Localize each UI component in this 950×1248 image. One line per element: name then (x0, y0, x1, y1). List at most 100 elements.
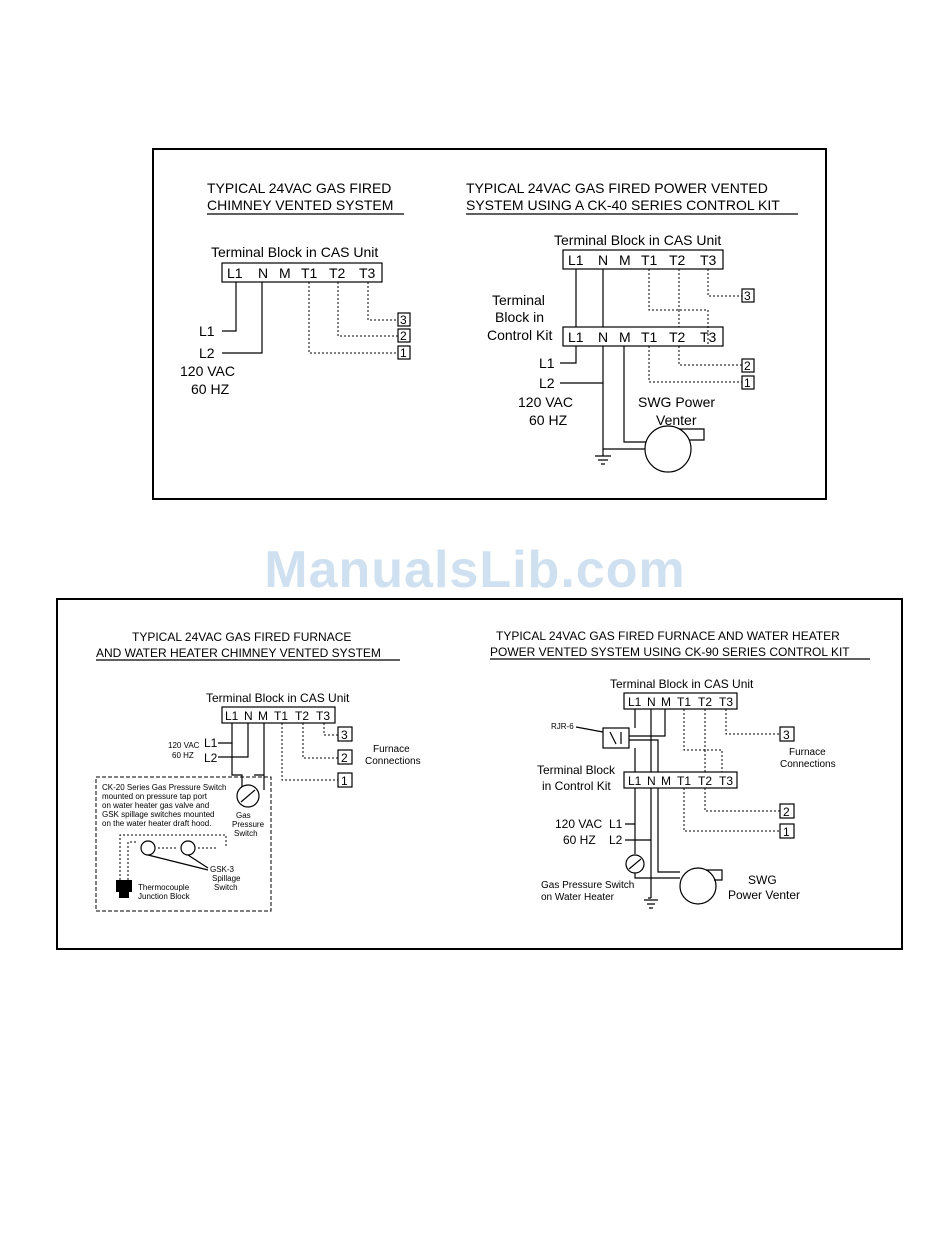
diagram-c-gps-label-2: Pressure (232, 820, 265, 829)
diagram-a-title-line2: CHIMNEY VENTED SYSTEM (207, 197, 393, 213)
diagram-c-wire-l1 (218, 723, 233, 744)
diagram-a-wire-t3 (367, 282, 398, 321)
top-diagram-panel: TYPICAL 24VAC GAS FIRED CHIMNEY VENTED S… (152, 148, 827, 500)
diagram-b-kit-terminal-block (562, 326, 724, 347)
diagram-d-venter-outlet (706, 869, 723, 881)
diagram-d-gps-label-2: on Water Heater (541, 892, 615, 903)
diagram-c-title-line2: AND WATER HEATER CHIMNEY VENTED SYSTEM (96, 646, 381, 660)
diagram-b-venter-label-1: SWG Power (638, 394, 715, 410)
diagram-c-terminal-n: N (244, 709, 253, 723)
diagram-a-voltage: 120 VAC (180, 363, 235, 379)
diagram-d-relay-label: RJR-6 (551, 722, 574, 731)
diagram-c-tc-label-1: Thermocouple (138, 883, 190, 892)
diagram-d-furnace-label-1: Furnace (789, 747, 826, 758)
diagram-c-voltage: 120 VAC (168, 741, 200, 750)
diagram-b-terminal-n: N (598, 252, 608, 268)
diagram-c-wire-t1 (281, 723, 338, 781)
diagram-a-terminal-l1: L1 (227, 265, 243, 281)
diagram-d-frequency: 60 HZ (563, 833, 596, 847)
diagram-d-supply-l1: L1 (609, 817, 623, 831)
diagram-c-terminal-block (221, 706, 336, 724)
diagram-a-title-line1: TYPICAL 24VAC GAS FIRED (207, 180, 391, 196)
diagram-b-venter-outlet (679, 428, 705, 441)
diagram-c-wire-spillage-loop (119, 834, 227, 880)
diagram-d-kit-terminal-t1: T1 (677, 774, 691, 788)
diagram-b-terminal-block-label: Terminal Block in CAS Unit (554, 232, 721, 248)
diagram-b-wire-t1-cross (648, 269, 709, 346)
diagram-a-box-1-label: 1 (400, 346, 407, 360)
diagram-a-supply-l1: L1 (199, 323, 215, 339)
diagram-d-relay-contacts (609, 731, 622, 745)
diagram-d-box-3-label: 3 (783, 728, 790, 742)
diagram-c-note-4: GSK spillage switches mounted (102, 810, 215, 819)
diagram-d-kit-terminal-t3: T3 (719, 774, 733, 788)
diagram-c-water-heater-region (95, 776, 272, 912)
diagram-c-wire-gps-a (231, 743, 243, 790)
diagram-d-wire-supply-l2 (625, 788, 652, 841)
diagram-a-terminal-t2: T2 (329, 265, 346, 281)
diagram-d-box-3 (779, 726, 795, 742)
diagram-b-wire-kit-t1-out (648, 346, 742, 383)
diagram-d-terminal-m: M (661, 695, 671, 709)
diagram-b-terminal-t2: T2 (669, 252, 686, 268)
diagram-d-kit-label-2: in Control Kit (542, 779, 611, 793)
diagram-c-terminal-m: M (258, 709, 268, 723)
diagram-b-venter-motor (644, 425, 692, 473)
diagram-c-gps-label-3: Switch (234, 829, 258, 838)
diagram-a-wire-t2 (337, 282, 398, 337)
diagram-c-gsk-label-2: Spillage (212, 874, 241, 883)
diagram-b-frequency: 60 HZ (529, 412, 568, 428)
diagram-d-terminal-t1: T1 (677, 695, 691, 709)
diagram-b-wire-venter-m (623, 346, 646, 443)
diagram-c-note-5: on the water heater draft hood. (102, 819, 211, 828)
diagram-b-terminal-block (562, 249, 724, 270)
diagram-c-terminal-t2: T2 (295, 709, 309, 723)
diagram-d-gps-label-1: Gas Pressure Switch (541, 880, 634, 891)
diagram-c-wire-t3 (323, 723, 338, 736)
diagram-a-box-1 (397, 345, 411, 360)
diagram-b-box-1-label: 1 (744, 376, 751, 390)
diagram-c-terminal-t1: T1 (274, 709, 288, 723)
diagram-a-terminal-m: M (279, 265, 291, 281)
diagram-a-wire-l1 (222, 282, 237, 332)
diagram-d-kit-label-1: Terminal Block (537, 763, 616, 777)
diagram-b-wire-supply-l1 (560, 346, 577, 364)
diagram-c-terminal-l1: L1 (225, 709, 239, 723)
diagram-d-title-line2: POWER VENTED SYSTEM USING CK-90 SERIES C… (490, 645, 850, 659)
diagram-b-kit-terminal-t3: T3 (700, 329, 717, 345)
diagram-c-box-3-label: 3 (341, 728, 348, 742)
diagram-a-terminal-n: N (258, 265, 268, 281)
diagram-d-wire-kit-t2-out (704, 788, 780, 812)
diagram-c-note-2: mounted on pressure tap port (102, 792, 208, 801)
diagram-ck90-power-vented: TYPICAL 24VAC GAS FIRED FURNACE AND WATE… (490, 629, 870, 909)
diagram-c-note-3: on water heater gas valve and (102, 801, 209, 810)
diagram-a-terminal-block-label: Terminal Block in CAS Unit (211, 244, 378, 260)
diagram-c-spillage-pointer-1 (187, 854, 209, 869)
diagram-a-terminal-t1: T1 (301, 265, 318, 281)
diagram-c-thermocouple-base (119, 892, 129, 898)
diagram-d-terminal-block (623, 692, 738, 710)
diagram-c-box-2-label: 2 (341, 751, 348, 765)
diagram-b-terminal-t3: T3 (700, 252, 717, 268)
diagram-c-thermocouple-block (116, 880, 132, 892)
diagram-b-kit-terminal-t2: T2 (669, 329, 686, 345)
diagram-ck40-power-vented: TYPICAL 24VAC GAS FIRED POWER VENTED SYS… (466, 180, 798, 473)
diagram-b-title-line1: TYPICAL 24VAC GAS FIRED POWER VENTED (466, 180, 768, 196)
diagram-b-box-3 (741, 288, 755, 303)
diagram-a-terminal-t3: T3 (359, 265, 376, 281)
diagram-c-furnace-label-1: Furnace (373, 744, 410, 755)
diagram-a-frequency: 60 HZ (191, 381, 230, 397)
diagram-b-kit-label-2: Block in (495, 309, 544, 325)
diagram-d-venter-motor (679, 867, 717, 905)
diagram-d-ground (644, 897, 658, 909)
diagram-d-kit-terminal-n: N (647, 774, 656, 788)
diagram-c-gsk-label-3: Switch (214, 883, 238, 892)
diagram-d-supply-l2: L2 (609, 833, 623, 847)
diagram-b-terminal-m: M (619, 252, 631, 268)
diagram-b-supply-l2: L2 (539, 375, 555, 391)
diagram-b-box-2 (741, 358, 755, 373)
diagram-b-kit-terminal-n: N (598, 329, 608, 345)
diagram-d-box-1 (779, 823, 795, 839)
diagram-b-box-3-label: 3 (744, 289, 751, 303)
diagram-c-tc-label-2: Junction Block (138, 892, 191, 901)
